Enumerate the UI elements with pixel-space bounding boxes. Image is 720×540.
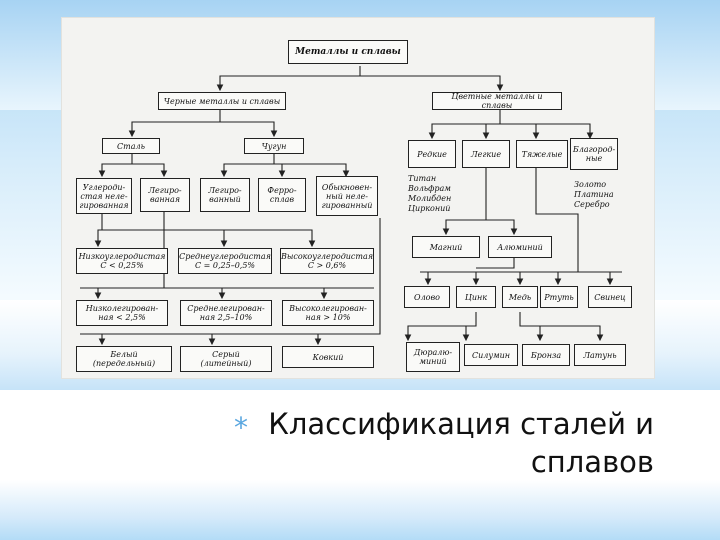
node-carbon-steel: Углероди- стая нелe- гированная	[76, 178, 132, 214]
node-steel: Сталь	[102, 138, 160, 154]
rare-metals-list: Титан Вольфрам Молибден Цирконий	[408, 174, 452, 213]
node-rare: Редкие	[408, 140, 456, 168]
node-zinc: Цинк	[456, 286, 496, 308]
node-brass: Латунь	[574, 344, 626, 366]
node-low-alloy: Низколегирован- ная < 2,5%	[76, 300, 168, 326]
node-tin: Олово	[404, 286, 450, 308]
node-magnesium: Магний	[412, 236, 480, 258]
node-nonferrous: Цветные металлы и сплавы	[432, 92, 562, 110]
node-silumin: Силумин	[464, 344, 518, 366]
classification-diagram: Металлы и сплавы Черные металлы и сплавы…	[62, 18, 654, 378]
node-copper: Медь	[502, 286, 538, 308]
diagram-connectors	[80, 66, 622, 346]
node-heavy: Тяжелые	[516, 140, 568, 168]
node-mercury: Ртуть	[540, 286, 578, 308]
node-medium-carbon: Среднеуглеродистая С = 0,25–0,5%	[178, 248, 272, 274]
slide-title: Классификация сталей и сплавов	[268, 407, 654, 479]
node-ferroalloy: Ферро- сплав	[258, 178, 306, 212]
node-medium-alloy: Среднелегирован- ная 2,5–10%	[180, 300, 272, 326]
node-high-alloy: Высоколегирован- ная > 10%	[282, 300, 374, 326]
node-high-carbon: Высокоуглеродистая С > 0,6%	[280, 248, 374, 274]
bullet-icon: *	[234, 411, 248, 444]
background-bottom-band	[0, 390, 720, 540]
node-cast-iron: Чугун	[244, 138, 304, 154]
node-duralumin: Дюралю- миний	[406, 342, 460, 372]
node-malleable-iron: Ковкий	[282, 346, 374, 368]
node-lead: Свинец	[588, 286, 632, 308]
node-low-carbon: Низкоуглеродистая С < 0,25%	[76, 248, 168, 274]
node-alloyed-steel: Легиро- ванная	[140, 178, 190, 212]
node-metals-and-alloys: Металлы и сплавы	[288, 40, 408, 64]
node-gray-iron: Серый (литейный)	[180, 346, 272, 372]
node-noble: Благород- ные	[570, 138, 618, 170]
node-bronze: Бронза	[522, 344, 570, 366]
node-ferrous: Черные металлы и сплавы	[158, 92, 286, 110]
node-white-iron: Белый (передельный)	[76, 346, 172, 372]
node-light: Легкие	[462, 140, 510, 168]
node-alloyed-iron: Легиро- ванный	[200, 178, 250, 212]
noble-metals-list: Золото Платина Серебро	[574, 180, 614, 209]
node-ordinary-iron: Обыкновен- ный нелe- гированный	[316, 176, 378, 216]
node-aluminum: Алюминий	[488, 236, 552, 258]
